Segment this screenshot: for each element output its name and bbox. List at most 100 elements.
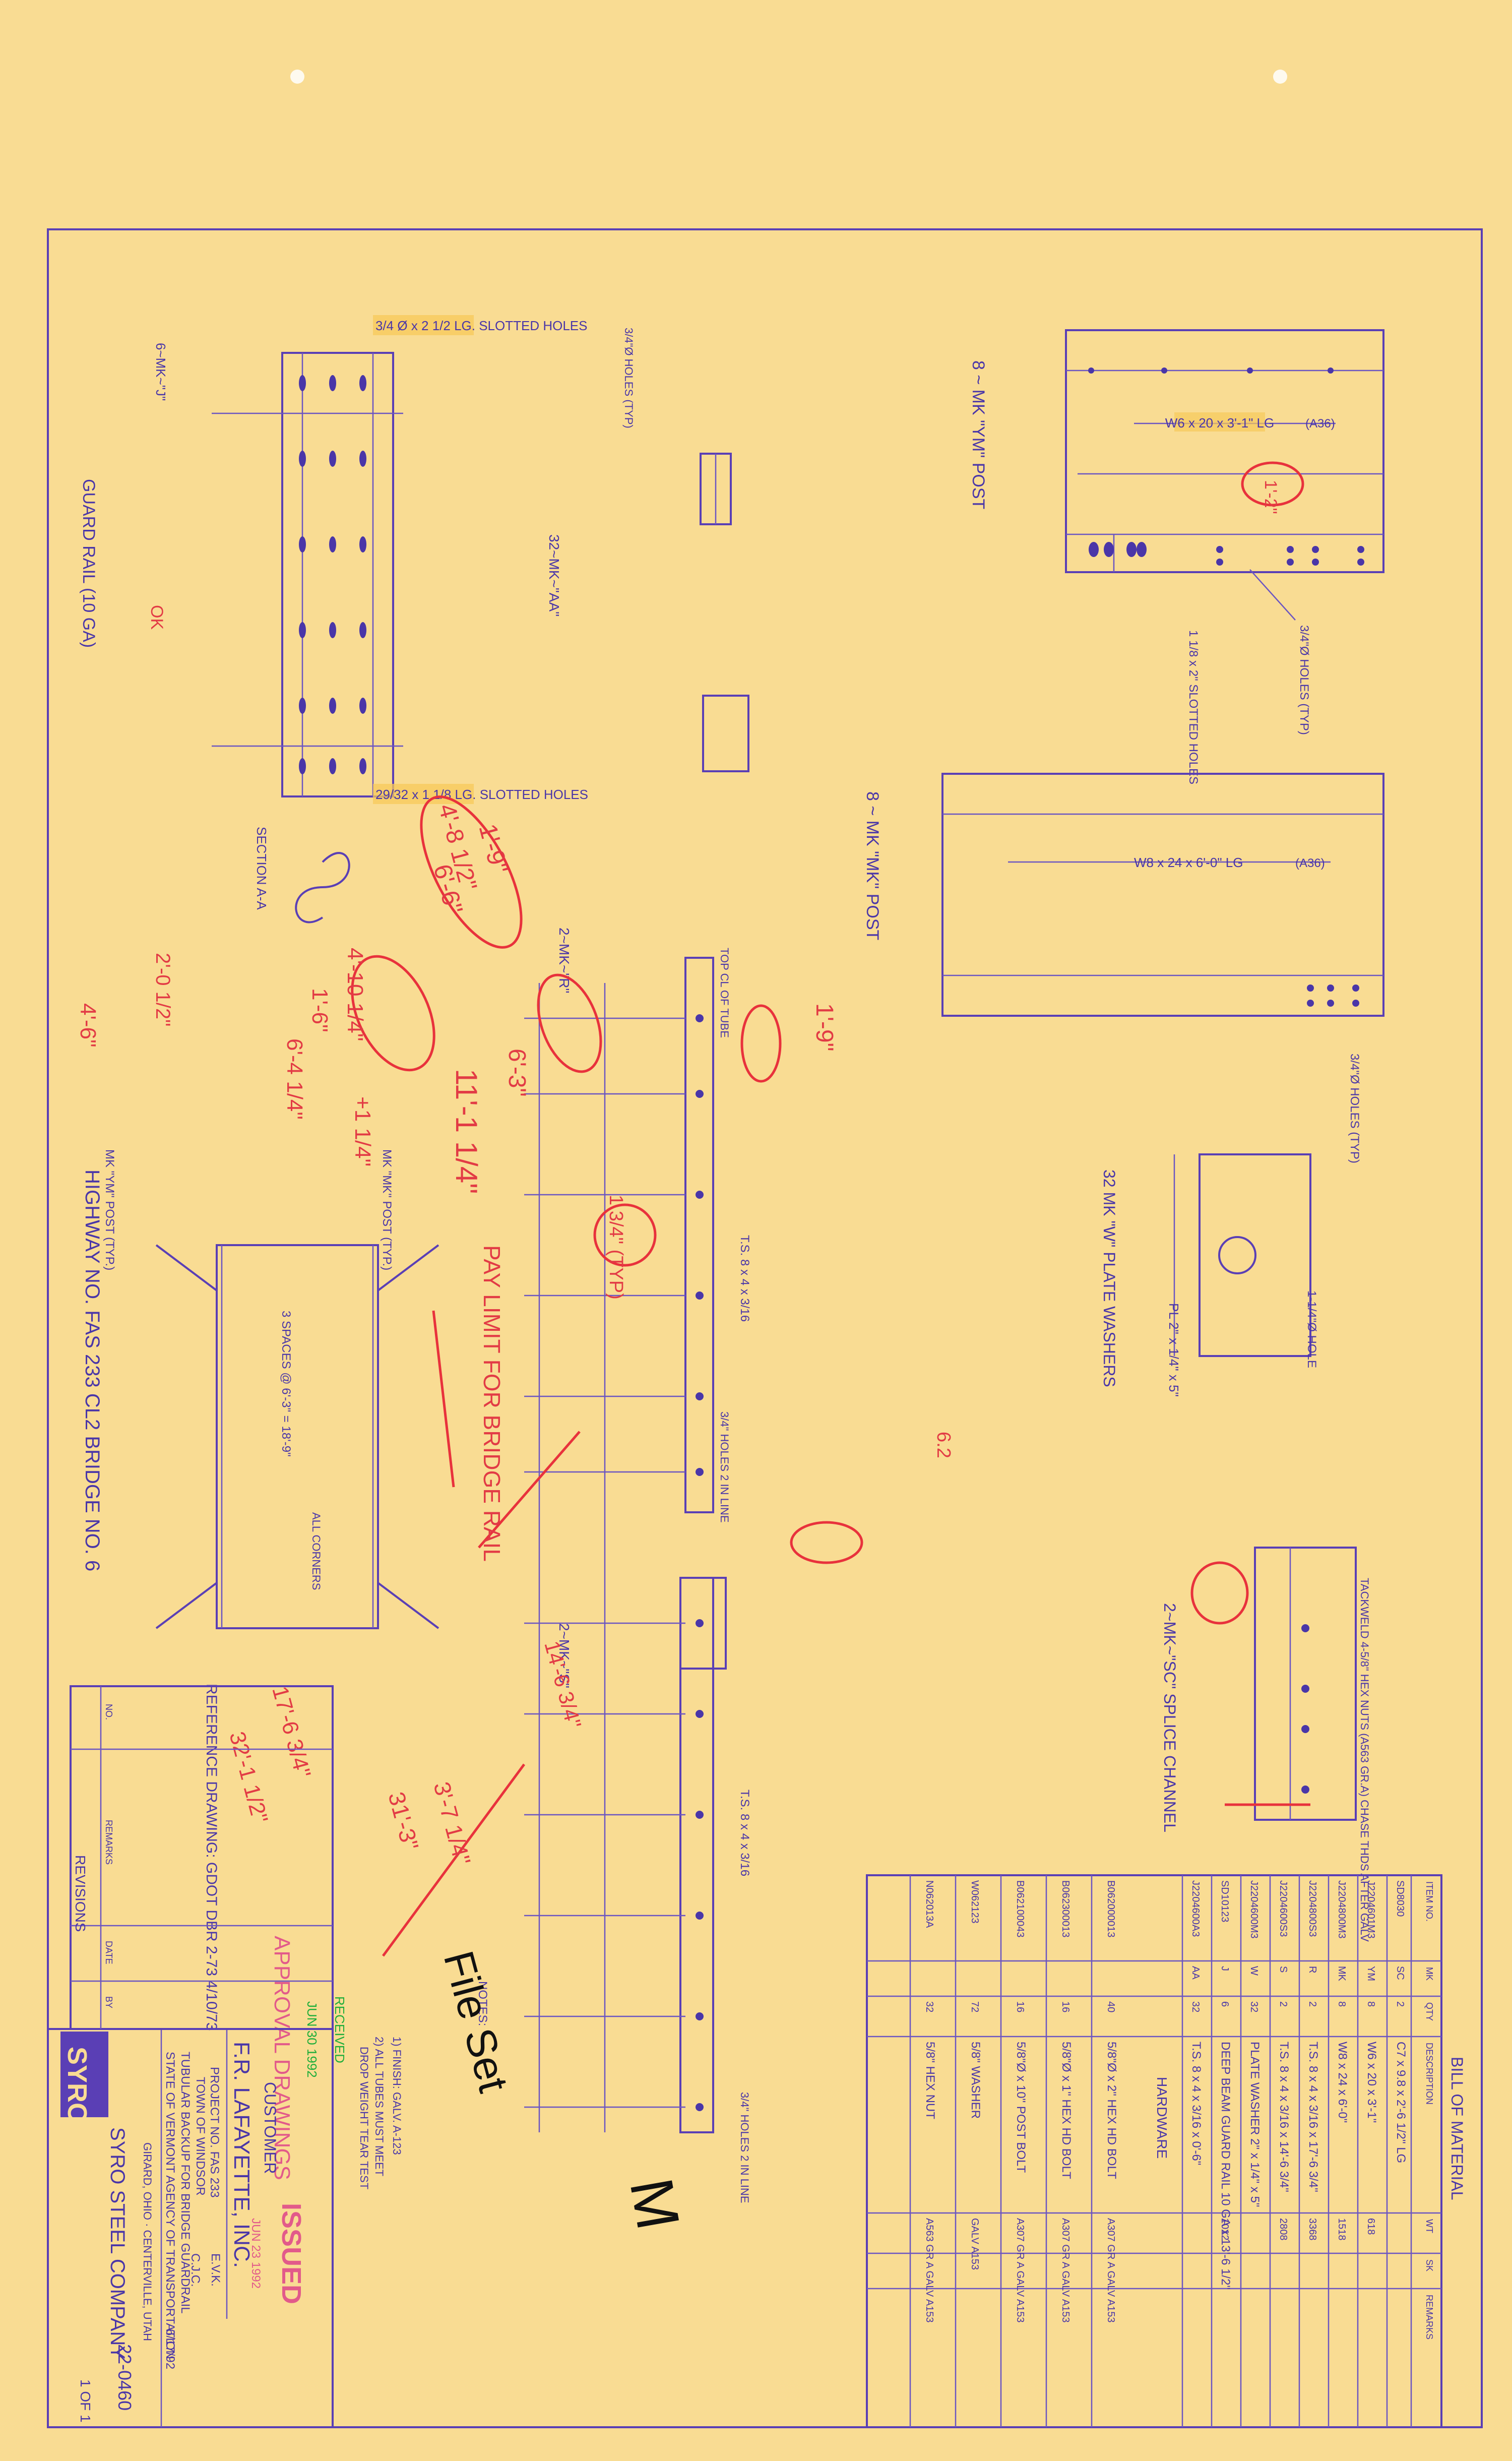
aa-view: 32~MK~"AA" 3/4"Ø HOLES (TYP)	[546, 328, 749, 772]
guard-rail-view: GUARD RAIL (10 GA) 6~MK~"J" 3/4 Ø x 2 1/…	[79, 315, 588, 924]
ts-callout-2: T.S. 8 x 4 x 3/16	[738, 1790, 751, 1876]
splice-view: TACKWELD 4-5/8" HEX NUTS (A563 GR.A) CHA…	[1161, 1547, 1371, 1942]
j-label: 6~MK~"J"	[153, 343, 168, 401]
bom-cell: 32	[1248, 2001, 1259, 2012]
bom-hw-cell: 5/8" HEX NUT	[923, 2042, 937, 2119]
aa-title: 32~MK~"AA"	[546, 534, 562, 617]
project-2: TUBULAR BACKUP FOR BRIDGE GUARDRAIL	[178, 2052, 192, 2314]
hw-1-2: 1'-2"	[1261, 480, 1280, 514]
notes-header: NOTES:	[476, 1981, 489, 2026]
bom-cell: 3368	[1307, 2218, 1318, 2241]
bom-header: DESCRIPTION	[1424, 2043, 1434, 2105]
bom-cell: J2204601M3	[1365, 1880, 1376, 1939]
issued-date: JUN 23 1992	[249, 2218, 263, 2289]
hw-6-3: 6'-3"	[503, 1049, 530, 1097]
ym-post-title: 8 ~ MK "YM" POST	[969, 360, 988, 509]
bom-hw-cell: 5/8"Ø x 2" HEX HD BOLT	[1105, 2042, 1118, 2179]
hw-17-6: 17'-6 3/4"	[267, 1684, 315, 1780]
bolt-hole	[696, 1014, 704, 1022]
bolt-hole	[696, 1392, 704, 1400]
bom-hw-cell: 40	[1105, 2001, 1116, 2012]
bolt-hole	[696, 1811, 704, 1819]
bom-cell: 8	[1336, 2001, 1347, 2007]
job-number: 22-0460	[114, 2344, 135, 2411]
bom-cell: W6 x 20 x 3'-1"	[1365, 2042, 1378, 2123]
aa-callout: 3/4"Ø HOLES (TYP)	[622, 328, 635, 428]
bom-cell: T.S. 8 x 4 x 3/16 x 14'-6 3/4"	[1277, 2042, 1291, 2192]
bom-cell: C7 x 9.8 x 2'-6 1/2" LG	[1394, 2042, 1408, 2163]
bom-cell: J2204800S3	[1307, 1880, 1318, 1937]
received-stamp: RECEIVED	[332, 1996, 347, 2063]
bom-cell: PLATE WASHER 2" x 1/4" x 5"	[1248, 2042, 1262, 2207]
bom-header: QTY	[1424, 2002, 1434, 2021]
slot-hole	[359, 451, 366, 467]
red-markups: 4'-8 1/2" 1'-9" 6'-6" 1'-9" 6'-3" 11'-1 …	[76, 605, 954, 1957]
bolt-hole	[696, 2012, 704, 2020]
rev-col-date: DATE	[104, 1941, 114, 1964]
bom-cell: 1518	[1336, 2218, 1347, 2241]
ym-typ: MK "YM" POST (TYP.)	[103, 1149, 116, 1270]
slot-hole	[359, 375, 366, 391]
bom-hw-cell: B062300013	[1060, 1880, 1071, 1937]
hw-1-9b: 1'-9"	[811, 1003, 838, 1052]
washer-dim: PL 2" x 1/4" x 5"	[1166, 1303, 1181, 1397]
ym-slotted-callout: 1 1/8 x 2" SLOTTED HOLES	[1186, 630, 1200, 784]
project-3: TOWN OF WINDSOR	[194, 2077, 207, 2196]
splice-tack: TACKWELD 4-5/8" HEX NUTS (A563 GR.A) CHA…	[1358, 1578, 1371, 1942]
bom-hw-cell: W062123	[969, 1880, 980, 1924]
hw-2-0: 2'-0 1/2"	[152, 953, 174, 1026]
bom-cell: J2204800M3	[1336, 1880, 1347, 1939]
hw-32-1: 32'-1 1/2"	[224, 1729, 272, 1826]
project-1: STATE OF VERMONT AGENCY OF TRANSPORTATIO…	[163, 2052, 177, 2359]
bom-cell: SC	[1395, 1966, 1406, 1980]
mk-a36: (A36)	[1295, 856, 1325, 870]
slot-hole	[329, 758, 336, 774]
bom-cell: SD8030	[1395, 1880, 1406, 1917]
bom-header: SK	[1424, 2259, 1434, 2271]
bom-hw-cell: 5/8"Ø x 10" POST BOLT	[1014, 2042, 1028, 2173]
bom-cell: 2808	[1278, 2218, 1289, 2241]
bom-cell: T.S. 8 x 4 x 3/16 x 0'-6"	[1189, 2042, 1203, 2165]
bom-hw-cell: 16	[1060, 2001, 1071, 2012]
syro-logo-text: SYRO	[62, 2047, 92, 2124]
slot-hole	[329, 451, 336, 467]
slot-hole	[329, 536, 336, 552]
syro-logo	[60, 2032, 108, 2117]
bolt-hole	[696, 1291, 704, 1300]
hw-4-10: 4'-10 1/4"	[343, 948, 367, 1041]
mk-post-title: 8 ~ MK "MK" POST	[863, 791, 882, 940]
bom-cell: DEEP BEAM GUARD RAIL 10 GA x 13'-6 1/2"	[1219, 2042, 1232, 2290]
slot-hole	[299, 698, 306, 714]
bom-hw-cell: 16	[1015, 2001, 1026, 2012]
bom-cell: SD10123	[1219, 1880, 1230, 1922]
guard-title: GUARD RAIL (10 GA)	[79, 479, 98, 648]
bolt-hole	[696, 1191, 704, 1199]
bom-cell: W8 x 24 x 6'-0"	[1336, 2042, 1349, 2123]
bom-cell: S	[1278, 1966, 1289, 1973]
holes-2in: 3/4" HOLES 2 IN LINE	[718, 1411, 731, 1523]
bom-cell: J2204600S3	[1278, 1880, 1289, 1937]
highway-title: HIGHWAY NO. FAS 233 CL2 BRIDGE NO. 6	[81, 1170, 103, 1571]
bolt-hole	[696, 2103, 704, 2111]
bom-cell: 2	[1307, 2001, 1318, 2007]
section-aa: SECTION A-A	[254, 827, 269, 910]
rev-col-remarks: REMARKS	[104, 1820, 114, 1865]
slots-top: 3/4 Ø x 2 1/2 LG. SLOTTED HOLES	[375, 318, 588, 333]
slot-hole	[299, 451, 306, 467]
bom-cell: W	[1248, 1966, 1259, 1976]
holes-2in-b: 3/4" HOLES 2 IN LINE	[738, 2092, 751, 2203]
bom-cell: AA	[1190, 1966, 1201, 1980]
washer-hole: 1-1/4"Ø HOLE	[1305, 1290, 1318, 1368]
bom-cell: 618	[1365, 2218, 1376, 2235]
washer-view: PL 2" x 1/4" x 5" 1-1/4"Ø HOLE 32 MK "W"…	[1100, 1153, 1318, 1397]
hw-1-9: 1'-9"	[473, 821, 514, 877]
rev-col-by: BY	[104, 1996, 114, 2008]
slot-hole	[329, 698, 336, 714]
spaces-label: 3 SPACES @ 6'-3" = 18'-9"	[279, 1311, 293, 1457]
mk-post-size: W8 x 24 x 6'-0" LG	[1134, 855, 1243, 870]
revisions-title: REVISIONS	[73, 1855, 88, 1932]
ym-post-size: W6 x 20 x 3'-1" LG	[1165, 415, 1275, 430]
note-2: 2) ALL TUBES MUST MEET	[373, 2037, 386, 2176]
bom-header: REMARKS	[1424, 2295, 1434, 2340]
